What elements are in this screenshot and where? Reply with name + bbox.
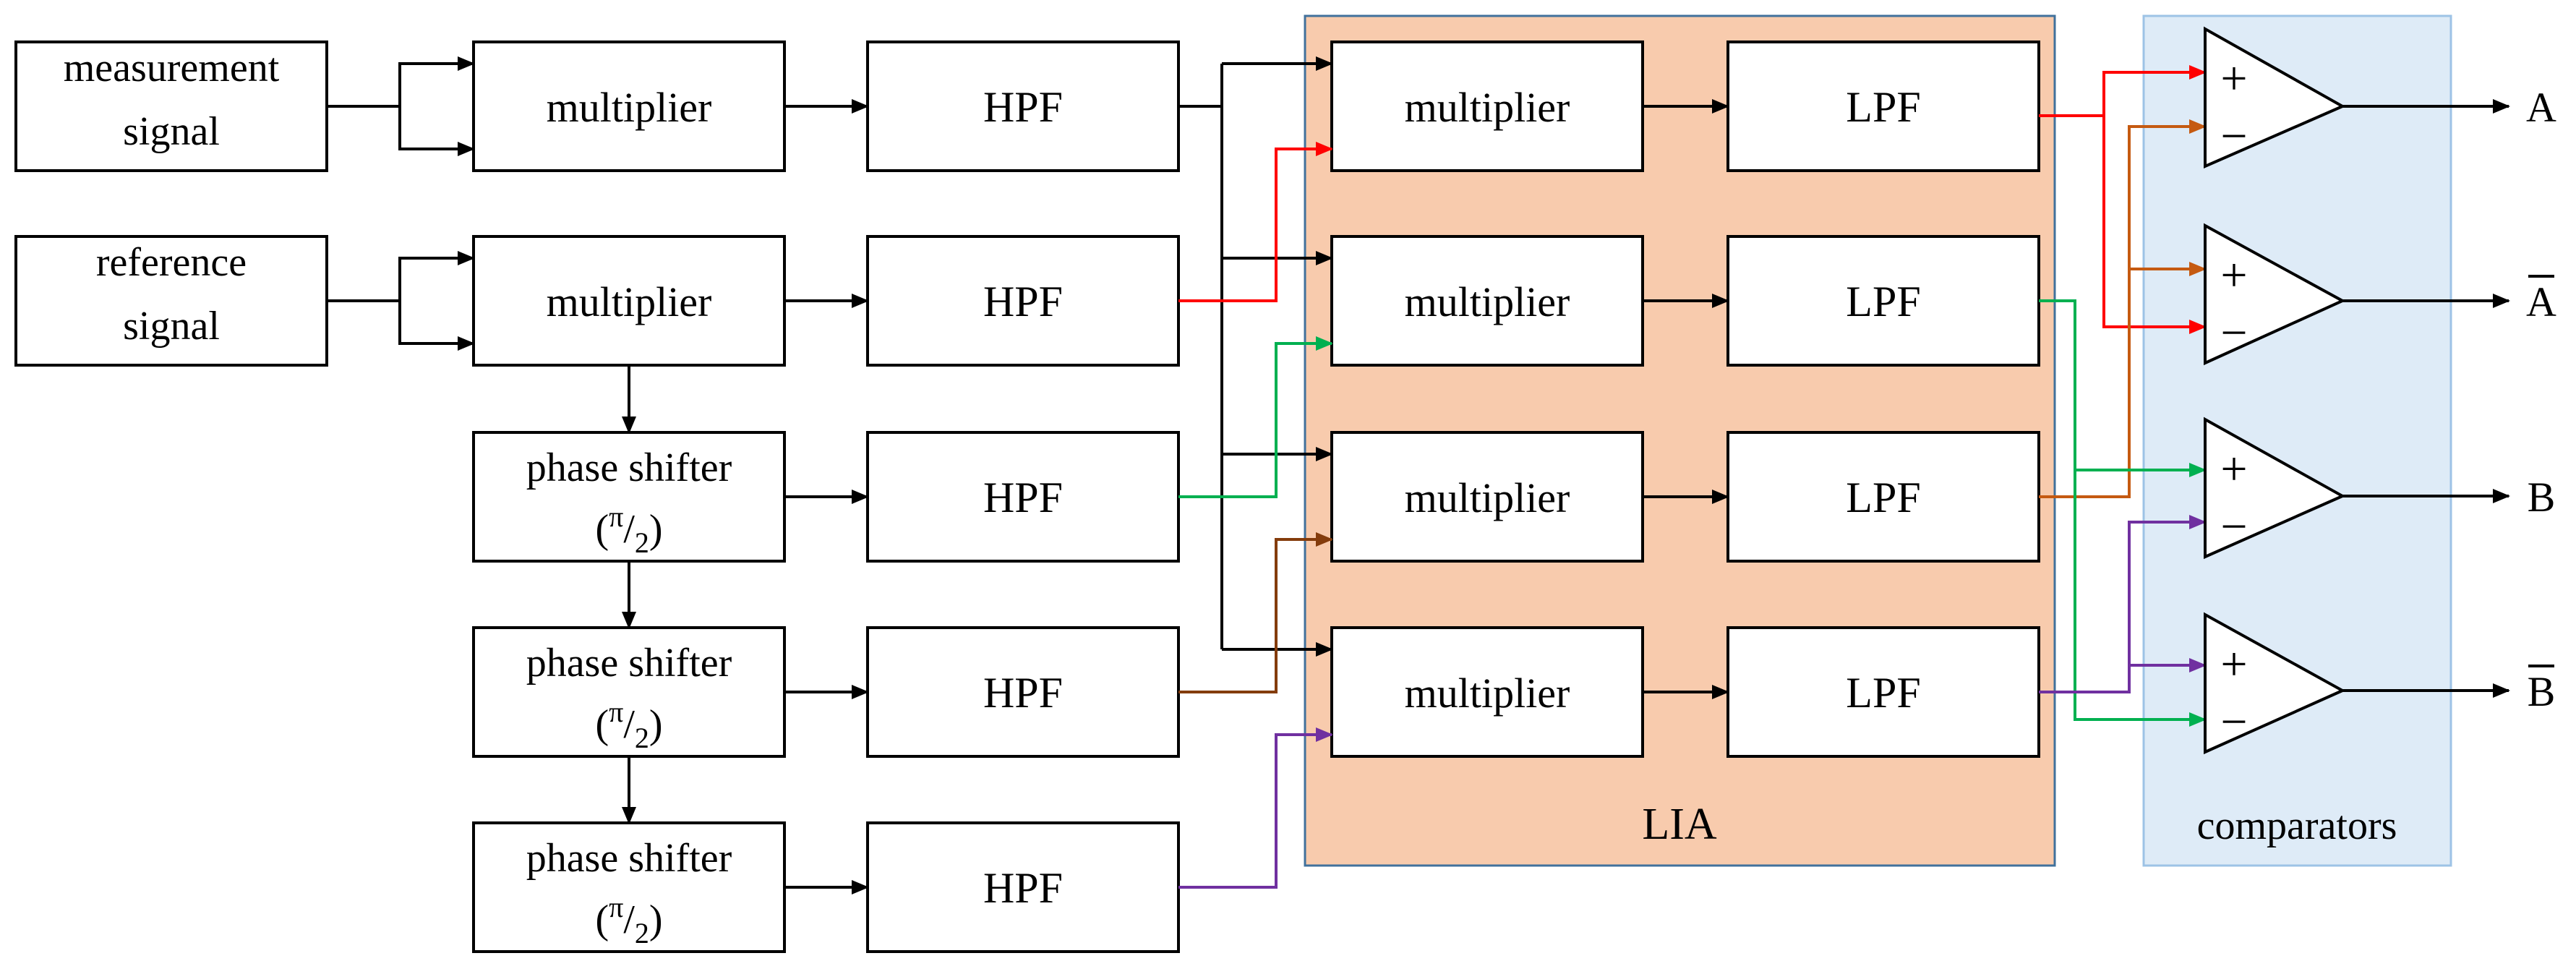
hpf-label: HPF: [983, 474, 1063, 521]
output-a-bar-letter: A: [2526, 278, 2556, 325]
plus-sign: +: [2220, 249, 2247, 302]
lpf-label: LPF: [1846, 474, 1920, 521]
lpf-4: LPF: [1726, 626, 2040, 758]
output-b: B: [2528, 474, 2556, 521]
lpf-1: LPF: [1726, 40, 2040, 172]
reference-signal-block: reference signal: [14, 235, 328, 367]
phase-shifter-2: phase shifter (π/2): [472, 626, 786, 758]
hpf-label: HPF: [983, 669, 1063, 717]
measurement-signal-label-2: signal: [123, 109, 220, 154]
wire-measurement-lower: [398, 106, 475, 156]
minus-sign: −: [2220, 500, 2247, 553]
square-multiplier-reference: multiplier: [472, 235, 786, 367]
lpf-2: LPF: [1726, 235, 2040, 367]
wire-hpf5-purple: [1178, 727, 1333, 889]
wire-hpf1-bus: [1178, 105, 1223, 649]
wire-lpf3-orange-a: [2039, 119, 2207, 498]
minus-sign: −: [2220, 110, 2247, 163]
comparator-3: + −: [2204, 417, 2346, 560]
output-a-bar: A: [2526, 275, 2556, 325]
multiplier-label: multiplier: [547, 278, 712, 325]
wire-measurement-upper: [398, 56, 475, 106]
output-b-bar: B: [2528, 665, 2556, 715]
output-a: A: [2526, 84, 2556, 131]
wire-hpf2-red: [1178, 142, 1333, 302]
phase-fraction: (π/2): [595, 500, 662, 559]
plus-sign: +: [2220, 443, 2247, 495]
phase-shifter-label: phase shifter: [526, 641, 732, 685]
hpf-5: HPF: [866, 821, 1180, 953]
lia-multiplier-label: multiplier: [1405, 84, 1570, 131]
lia-multiplier-4: multiplier: [1330, 626, 1644, 758]
lpf-3: LPF: [1726, 431, 2040, 563]
reference-signal-label-2: signal: [123, 304, 220, 349]
wire-lpf4-purple-b: [2128, 515, 2207, 665]
wire-lpf1-red-a: [2039, 65, 2207, 117]
measurement-signal-block: measurement signal: [14, 40, 328, 172]
wire-hpf4-brown: [1178, 532, 1333, 693]
hpf-label: HPF: [983, 278, 1063, 325]
multiplier-label: multiplier: [547, 84, 712, 131]
hpf-3: HPF: [866, 431, 1180, 563]
wire-lpf2-green-bbar: [2074, 470, 2207, 727]
lia-multiplier-1: multiplier: [1330, 40, 1644, 172]
lpf-label: LPF: [1846, 83, 1920, 131]
wire-lpf1-red-abar: [2102, 116, 2207, 334]
phase-shifter-3: phase shifter (π/2): [472, 821, 786, 953]
wire-lpf2-green-b: [2039, 299, 2207, 477]
square-multiplier-measurement: multiplier: [472, 40, 786, 172]
lia-label: LIA: [1642, 800, 1717, 849]
lia-multiplier-2: multiplier: [1330, 235, 1644, 367]
signal-wires: [327, 56, 2510, 894]
wire-lpf4-purple-bbar: [2039, 658, 2207, 693]
hpf-label: HPF: [983, 864, 1063, 912]
minus-sign: −: [2220, 307, 2247, 359]
output-b-bar-letter: B: [2528, 668, 2556, 715]
comparators-label: comparators: [2197, 803, 2397, 848]
hpf-label: HPF: [983, 83, 1063, 131]
comparator-1: + −: [2204, 26, 2346, 169]
phase-fraction: (π/2): [595, 696, 662, 754]
lia-multiplier-label: multiplier: [1405, 474, 1570, 521]
hpf-1: HPF: [866, 40, 1180, 172]
phase-shifter-label: phase shifter: [526, 445, 732, 490]
minus-sign: −: [2220, 696, 2247, 748]
plus-sign: +: [2220, 52, 2247, 105]
lia-multiplier-label: multiplier: [1405, 670, 1570, 717]
lpf-label: LPF: [1846, 278, 1920, 325]
hpf-4: HPF: [866, 626, 1180, 758]
comparator-4: + −: [2204, 612, 2346, 755]
plus-sign: +: [2220, 638, 2247, 691]
reference-signal-label-1: reference: [96, 240, 247, 285]
lpf-label: LPF: [1846, 669, 1920, 717]
measurement-signal-label-1: measurement: [64, 46, 280, 90]
comparators-region: [2142, 14, 2452, 867]
wire-reference-upper: [398, 251, 475, 301]
phase-shifter-label: phase shifter: [526, 836, 732, 881]
lia-multiplier-label: multiplier: [1405, 278, 1570, 325]
lia-multiplier-3: multiplier: [1330, 431, 1644, 563]
wire-hpf3-green: [1178, 336, 1333, 498]
comparator-2: + −: [2204, 223, 2346, 366]
phase-shifter-1: phase shifter (π/2): [472, 431, 786, 563]
wire-reference-lower: [398, 301, 475, 351]
phase-fraction: (π/2): [595, 891, 662, 949]
hpf-2: HPF: [866, 235, 1180, 367]
